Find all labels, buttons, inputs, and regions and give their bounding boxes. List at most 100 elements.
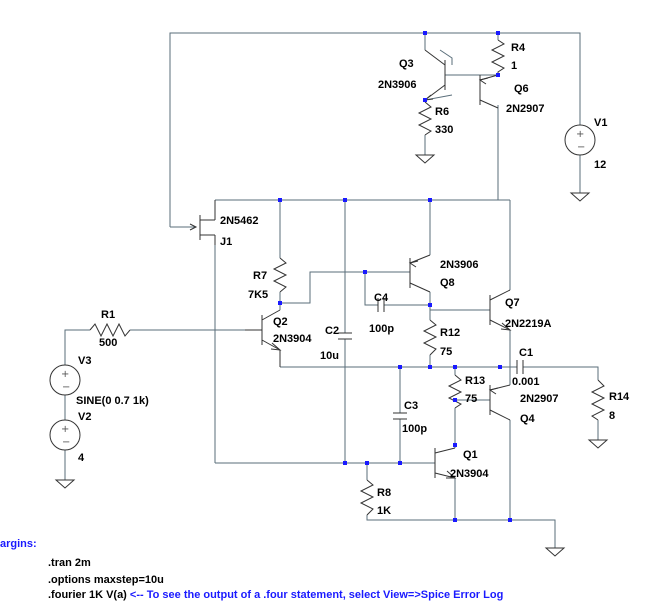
directive-fourier[interactable]: .fourier 1K V(a) <-- To see the output o… xyxy=(48,589,503,601)
label-c3-ref: C3 xyxy=(404,400,418,412)
wire-c1-right xyxy=(523,366,599,380)
label-r1-ref: R1 xyxy=(101,309,115,321)
label-q1-ref: Q1 xyxy=(463,449,478,461)
label-r8-value: 1K xyxy=(377,505,391,517)
transistor-q4[interactable] xyxy=(488,384,511,421)
label-r6-ref: R6 xyxy=(435,106,449,118)
label-r12-value: 75 xyxy=(440,346,452,358)
transistor-q1[interactable] xyxy=(434,447,457,479)
capacitor-c2[interactable] xyxy=(338,332,352,340)
wire-q2-collector-node xyxy=(280,271,410,304)
label-v1-ref: V1 xyxy=(594,117,607,129)
capacitor-c3[interactable] xyxy=(393,412,407,420)
label-r14-ref: R14 xyxy=(609,391,630,403)
label-q7-ref: Q7 xyxy=(505,297,520,309)
label-q8-model: 2N3906 xyxy=(440,259,479,271)
label-q7-model: 2N2219A xyxy=(505,318,552,330)
transistor-q3[interactable] xyxy=(423,49,446,101)
label-v2-value: 4 xyxy=(78,452,85,464)
label-c1-ref: C1 xyxy=(519,347,533,359)
svg-text:−: − xyxy=(62,382,70,393)
resistors xyxy=(89,39,606,516)
label-q6-ref: Q6 xyxy=(514,83,529,95)
label-q2-model: 2N3904 xyxy=(273,333,312,345)
label-r13-ref: R13 xyxy=(465,375,485,387)
label-c4-ref: C4 xyxy=(374,292,389,304)
label-r4-ref: R4 xyxy=(511,42,526,54)
label-q4-model: 2N2907 xyxy=(520,393,559,405)
capacitors xyxy=(338,298,524,420)
resistor-r1[interactable] xyxy=(89,322,131,338)
transistor-q6[interactable] xyxy=(478,74,499,109)
label-q2-ref: Q2 xyxy=(273,316,288,328)
resistor-r12[interactable] xyxy=(422,319,438,356)
resistor-r14[interactable] xyxy=(590,379,606,421)
ground-symbol-r14 xyxy=(587,439,609,449)
label-v3-ref: V3 xyxy=(78,355,91,367)
directive-fourier-command: .fourier 1K V(a) xyxy=(48,589,127,601)
ground-symbol-v1 xyxy=(569,192,591,202)
label-r14-value: 8 xyxy=(609,410,615,422)
resistor-r8[interactable] xyxy=(359,479,375,516)
ground-symbol-main xyxy=(544,547,566,557)
label-r6-value: 330 xyxy=(435,124,453,136)
label-c3-value: 100p xyxy=(402,423,427,435)
wire-r8-bottom xyxy=(366,515,556,548)
labels: Q3 2N3906 R4 1 Q6 2N2907 R6 330 V1 12 2N… xyxy=(76,42,630,517)
transistors xyxy=(189,49,512,479)
wire-top-rail xyxy=(169,32,581,227)
label-v2-ref: V2 xyxy=(78,411,91,423)
source-v1[interactable]: + − xyxy=(564,124,596,156)
label-r4-value: 1 xyxy=(511,60,517,72)
junctions xyxy=(278,31,512,522)
resistor-r6[interactable] xyxy=(417,101,433,136)
label-j1-ref: J1 xyxy=(220,236,232,248)
source-v3[interactable]: + − xyxy=(49,364,81,396)
transistor-q8[interactable] xyxy=(408,254,431,293)
wire-q3-emitter xyxy=(439,49,453,65)
label-r7-ref: R7 xyxy=(253,270,267,282)
directive-tran[interactable]: .tran 2m xyxy=(48,557,91,569)
label-q8-ref: Q8 xyxy=(440,277,455,289)
svg-text:+: + xyxy=(61,369,69,380)
wire-r1-left xyxy=(64,329,90,365)
resistor-r7[interactable] xyxy=(272,257,288,293)
label-q4-ref: Q4 xyxy=(520,413,536,425)
label-r7-value: 7K5 xyxy=(248,289,268,301)
label-q6-model: 2N2907 xyxy=(506,103,545,115)
label-c2-value: 10u xyxy=(320,350,339,362)
label-j1-model: 2N5462 xyxy=(220,215,259,227)
label-q3-model: 2N3906 xyxy=(378,79,417,91)
sources: + − + − + − xyxy=(49,124,596,451)
source-v2[interactable]: + − xyxy=(49,419,81,451)
wire-c4-left xyxy=(364,272,378,306)
margins-label: argins: xyxy=(0,538,37,550)
directive-options[interactable]: .options maxstep=10u xyxy=(48,574,164,586)
label-c1-value: 0.001 xyxy=(512,376,540,388)
jfet-j1[interactable] xyxy=(189,200,216,245)
transistor-q7[interactable] xyxy=(489,289,512,331)
label-v3-value: SINE(0 0.7 1k) xyxy=(76,395,149,407)
svg-text:+: + xyxy=(61,424,69,435)
label-q3-ref: Q3 xyxy=(399,58,414,70)
label-r12-ref: R12 xyxy=(440,327,460,339)
ground-symbol-v2 xyxy=(54,479,76,489)
svg-text:−: − xyxy=(577,142,585,153)
transistor-q2[interactable] xyxy=(245,309,282,367)
label-r8-ref: R8 xyxy=(377,487,391,499)
label-q1-model: 2N3904 xyxy=(450,468,489,480)
ground-symbol-r6 xyxy=(414,154,436,164)
label-c4-value: 100p xyxy=(369,323,394,335)
resistor-r4[interactable] xyxy=(490,39,506,75)
label-c2-ref: C2 xyxy=(325,325,339,337)
resistor-r13[interactable] xyxy=(447,374,463,409)
capacitor-c1[interactable] xyxy=(516,360,524,374)
label-r1-value: 500 xyxy=(99,337,117,349)
label-v1-value: 12 xyxy=(594,159,606,171)
capacitor-c4[interactable] xyxy=(377,298,385,312)
svg-text:+: + xyxy=(576,129,584,140)
grounds xyxy=(54,154,609,557)
directive-fourier-note: <-- To see the output of a .four stateme… xyxy=(129,589,504,601)
svg-text:−: − xyxy=(62,437,70,448)
